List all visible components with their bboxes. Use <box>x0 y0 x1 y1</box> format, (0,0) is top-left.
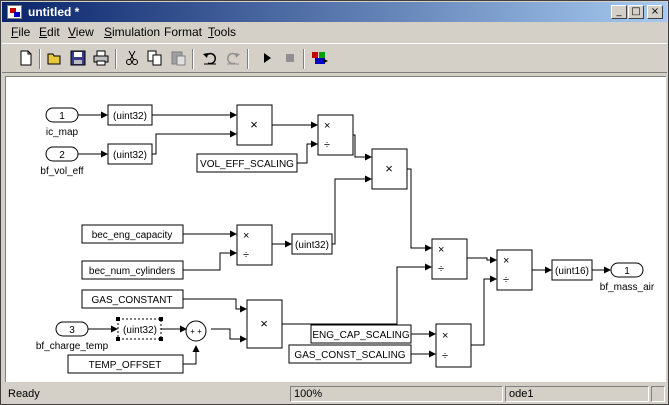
menu-view[interactable]: View <box>68 25 94 39</box>
toolbar-separator <box>303 49 305 69</box>
outport-bf-mass-air[interactable]: 1 bf_mass_air <box>600 262 655 293</box>
constant-gas-const-scaling[interactable]: GAS_CONST_SCALING <box>288 344 412 364</box>
divide-block-1[interactable]: × ÷ <box>317 114 354 156</box>
status-bar: Ready 100% ode1 <box>2 385 667 403</box>
divide-mult-sign: × <box>503 255 509 267</box>
divide-div-sign: ÷ <box>243 249 249 261</box>
divide-mult-sign: × <box>324 120 330 132</box>
divide-mult-sign: × <box>438 244 444 256</box>
open-icon[interactable] <box>46 50 64 68</box>
convert-block-2[interactable]: (uint32) <box>107 143 153 165</box>
divide-mult-sign: × <box>442 330 448 342</box>
divide-div-sign: ÷ <box>438 263 444 275</box>
paste-icon[interactable] <box>169 50 187 68</box>
constant-temp-offset[interactable]: TEMP_OFFSET <box>67 354 184 374</box>
inport-ic-map[interactable]: 1 ic_map <box>45 107 79 138</box>
divide-div-sign: ÷ <box>442 350 448 362</box>
inport-bf-vol-eff[interactable]: 2 bf_vol_eff <box>40 146 84 177</box>
product-symbol: × <box>250 117 258 132</box>
maximize-button[interactable]: □ <box>628 5 644 19</box>
constant-label: ENG_CAP_SCALING <box>312 330 409 341</box>
toolbar-separator <box>39 49 41 69</box>
minimize-button[interactable]: _ <box>611 5 627 19</box>
solver-name: ode1 <box>505 386 649 402</box>
close-button[interactable]: × <box>647 5 663 19</box>
status-text: Ready <box>8 388 40 400</box>
constant-bec-eng-capacity[interactable]: bec_eng_capacity <box>81 224 184 244</box>
product-symbol: × <box>385 161 393 176</box>
inport-number: 1 <box>59 111 65 122</box>
toolbar <box>2 43 667 73</box>
signal-lines[interactable] <box>78 111 611 365</box>
model-canvas[interactable]: 1 ic_map 2 bf_vol_eff 3 bf_charge_temp 1… <box>5 76 666 382</box>
constant-bec-num-cylinders[interactable]: bec_num_cylinders <box>81 260 184 280</box>
toolbar-separator <box>192 49 194 69</box>
convert-block-1[interactable]: (uint32) <box>107 104 153 126</box>
inport-label: ic_map <box>46 127 79 138</box>
divide-mult-sign: × <box>243 230 249 242</box>
start-icon[interactable] <box>258 50 276 68</box>
menu-tools[interactable]: Tools <box>208 25 237 39</box>
convert-label: (uint32) <box>113 111 147 122</box>
sum-block[interactable]: + + <box>185 320 207 342</box>
menu-format[interactable]: Format <box>164 25 203 39</box>
stop-icon[interactable] <box>281 50 299 68</box>
constant-label: VOL_EFF_SCALING <box>200 159 294 170</box>
convert-label: (uint16) <box>555 266 589 277</box>
block-diagram[interactable]: 1 ic_map 2 bf_vol_eff 3 bf_charge_temp 1… <box>6 77 665 381</box>
window-title: untitled * <box>28 5 80 19</box>
convert-block-3[interactable]: (uint32) <box>291 233 333 255</box>
divide-block-4[interactable]: × ÷ <box>496 249 533 291</box>
constant-gas-constant[interactable]: GAS_CONSTANT <box>81 289 184 309</box>
toolbar-separator <box>247 49 249 69</box>
simulink-app-icon[interactable] <box>7 5 22 19</box>
inport-number: 2 <box>59 150 65 161</box>
menu-edit[interactable]: Edit <box>39 25 60 39</box>
sum-signs: + + <box>190 327 202 336</box>
outport-number: 1 <box>624 266 630 277</box>
constant-label: bec_eng_capacity <box>92 230 173 241</box>
redo-icon[interactable] <box>224 50 242 68</box>
divide-div-sign: ÷ <box>503 274 509 286</box>
product-block-3[interactable]: × <box>246 299 283 349</box>
constant-label: GAS_CONST_SCALING <box>294 350 405 361</box>
convert-label: (uint32) <box>113 150 147 161</box>
inport-number: 3 <box>69 325 75 336</box>
menu-file[interactable]: File <box>11 25 31 39</box>
outport-label: bf_mass_air <box>600 282 655 293</box>
zoom-level: 100% <box>290 386 503 402</box>
product-block-2[interactable]: × <box>371 148 408 190</box>
inport-label: bf_charge_temp <box>36 341 109 352</box>
constant-vol-eff-scaling[interactable]: VOL_EFF_SCALING <box>196 153 298 173</box>
toolbar-separator <box>115 49 117 69</box>
convert-block-5[interactable]: (uint16) <box>551 259 593 281</box>
divide-block-2[interactable]: × ÷ <box>236 224 273 266</box>
inport-bf-charge-temp[interactable]: 3 bf_charge_temp <box>36 321 109 352</box>
divide-block-5[interactable]: × ÷ <box>435 323 472 368</box>
cut-icon[interactable] <box>123 50 141 68</box>
copy-icon[interactable] <box>146 50 164 68</box>
status-extra-pane <box>651 386 665 402</box>
product-symbol: × <box>260 316 268 331</box>
inport-label: bf_vol_eff <box>40 166 83 177</box>
constant-label: bec_num_cylinders <box>89 266 175 277</box>
undo-icon[interactable] <box>201 50 219 68</box>
constant-label: GAS_CONSTANT <box>92 295 173 306</box>
title-bar[interactable]: untitled * _ □ × <box>2 2 667 22</box>
divide-div-sign: ÷ <box>324 139 330 151</box>
menu-simulation[interactable]: Simulation <box>104 25 161 39</box>
library-browser-icon[interactable] <box>311 50 329 68</box>
divide-block-3[interactable]: × ÷ <box>431 238 468 280</box>
menu-bar: File Edit View Simulation Format Tools <box>2 23 667 42</box>
convert-label: (uint32) <box>295 240 329 251</box>
convert-label: (uint32) <box>123 325 157 336</box>
print-icon[interactable] <box>92 50 110 68</box>
constant-label: TEMP_OFFSET <box>89 360 162 371</box>
product-block-1[interactable]: × <box>236 104 273 146</box>
new-icon[interactable] <box>17 50 35 68</box>
convert-block-4-selected[interactable]: (uint32) <box>116 317 163 341</box>
constant-eng-cap-scaling[interactable]: ENG_CAP_SCALING <box>310 324 412 344</box>
save-icon[interactable] <box>69 50 87 68</box>
